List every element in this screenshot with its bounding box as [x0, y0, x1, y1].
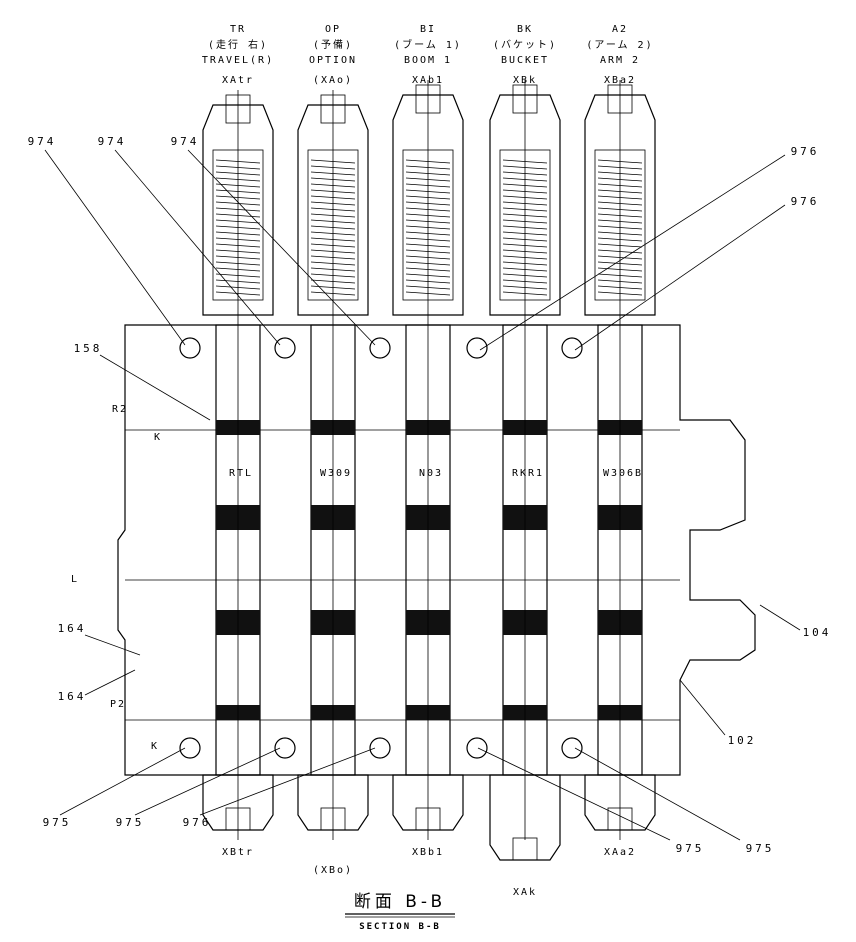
spool-mark: W306B — [603, 468, 643, 479]
top-cap — [584, 94, 656, 316]
spool-label-en: TRAVEL(R) — [202, 55, 274, 66]
bottom-cap — [392, 774, 464, 831]
port-bottom-label: (XBo) — [313, 865, 353, 876]
valve-body — [117, 324, 756, 776]
spool-mark: RTL — [229, 468, 253, 479]
port-r2: R2 — [112, 404, 128, 415]
spool-label-en: ARM 2 — [600, 55, 640, 66]
callout-975: 975 — [746, 842, 775, 855]
callout-976: 976 — [791, 195, 820, 208]
spool-label-en: BUCKET — [501, 55, 549, 66]
spool-label-code: BI — [420, 24, 436, 35]
callout-975: 975 — [676, 842, 705, 855]
section-mark-l: L — [71, 574, 79, 585]
callout-976: 976 — [183, 816, 212, 829]
callout-974: 974 — [171, 135, 200, 148]
callout-102: 102 — [728, 734, 757, 747]
bolt-hole — [369, 337, 391, 359]
spool-label-code: TR — [230, 24, 246, 35]
spool-label-jp: (走行 右) — [208, 38, 268, 51]
bottom-cap — [202, 774, 274, 831]
top-cap — [392, 94, 464, 316]
bolt-hole — [179, 337, 201, 359]
section-title-jp: 断面 B-B — [354, 892, 446, 912]
port-bottom-label: XBb1 — [412, 847, 444, 858]
callout-164: 164 — [58, 690, 87, 703]
bolt-hole — [561, 337, 583, 359]
spool-mark: N03 — [419, 468, 443, 479]
top-cap — [202, 104, 274, 316]
spool-label-code: OP — [325, 24, 341, 35]
spool-mark: W309 — [320, 468, 352, 479]
callout-974: 974 — [98, 135, 127, 148]
bolt-hole — [369, 737, 391, 759]
callout-974: 974 — [28, 135, 57, 148]
spool-section-arm-2 — [561, 80, 656, 840]
bolt-hole — [179, 737, 201, 759]
section-title-en: SECTION B-B — [359, 922, 441, 932]
top-cap — [297, 104, 369, 316]
callout-104: 104 — [803, 626, 832, 639]
callout-975: 975 — [43, 816, 72, 829]
spool-section-boom-1 — [369, 80, 464, 840]
spool-label-port-top: XAb1 — [412, 75, 444, 86]
spool-label-jp: (バケット) — [493, 39, 557, 51]
bolt-hole — [466, 737, 488, 759]
spool-section-bucket — [466, 80, 561, 861]
bottom-cap — [584, 774, 656, 831]
callout-158: 158 — [74, 342, 103, 355]
spool-label-jp: (予備) — [313, 38, 353, 51]
callouts: 974 974 974 976 976 158 R2 K L 164 164 P… — [28, 135, 832, 855]
bottom-cap — [297, 774, 369, 831]
port-k-bottom: K — [151, 741, 159, 752]
spool-label-port-top: XBa2 — [604, 75, 636, 86]
port-p2: P2 — [110, 699, 126, 710]
spool-label-jp: (ブーム 1) — [394, 38, 462, 51]
callout-164: 164 — [58, 622, 87, 635]
bolt-hole — [274, 337, 296, 359]
spool-label-code: A2 — [612, 24, 628, 35]
spool-label-port-top: XAtr — [222, 75, 254, 86]
spool-label-jp: (アーム 2) — [586, 39, 653, 51]
port-bottom-label: XAa2 — [604, 847, 636, 858]
spool-mark: RKR1 — [512, 468, 544, 479]
spool-label-port-top: XBk — [513, 75, 537, 86]
callout-976: 976 — [791, 145, 820, 158]
port-bottom-label: XAk — [513, 887, 537, 898]
port-bottom-label: XBtr — [222, 847, 254, 858]
spool-label-code: BK — [517, 24, 533, 35]
spool-label-en: BOOM 1 — [404, 55, 452, 66]
bottom-cap — [489, 774, 561, 861]
bolt-hole — [274, 737, 296, 759]
spool-section-option — [274, 90, 369, 840]
callout-975: 975 — [116, 816, 145, 829]
spool-label-en: OPTION — [309, 55, 357, 66]
port-k-top: K — [154, 432, 162, 443]
spool-section-travel-r- — [179, 90, 274, 840]
bolt-hole — [561, 737, 583, 759]
top-cap — [489, 94, 561, 316]
bolt-hole — [466, 337, 488, 359]
spool-label-port-top: (XAo) — [313, 75, 353, 86]
